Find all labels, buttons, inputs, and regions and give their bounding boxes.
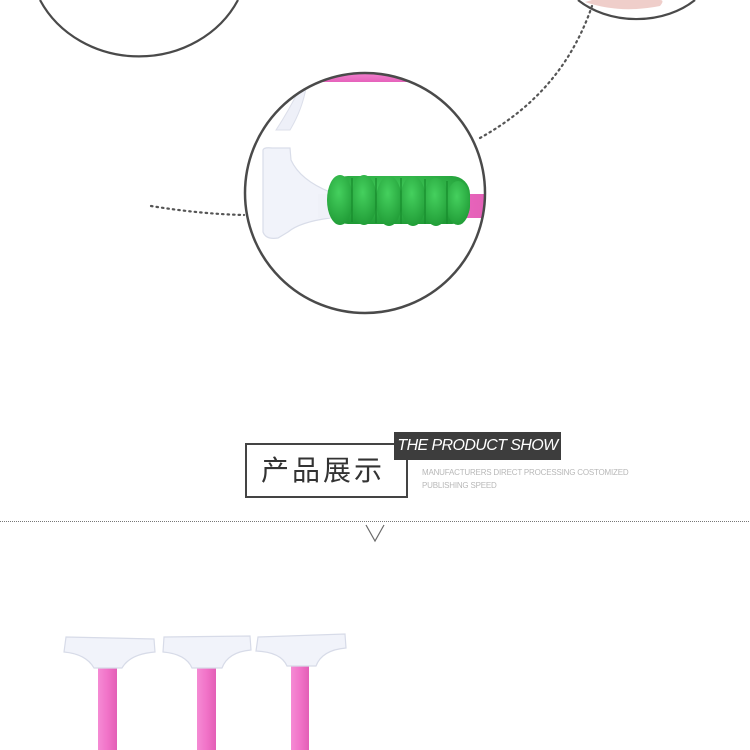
top-right-zoom-circle — [577, 0, 696, 21]
subtitle-line-2: PUBLISHING SPEED — [422, 481, 497, 490]
blade-head — [262, 147, 331, 239]
cn-title: 产品展示 — [261, 454, 386, 487]
leader-line-left — [149, 204, 246, 217]
product-show-title: 产品展示 THE PRODUCT SHOW MANUFACTURERS DIRE… — [245, 430, 629, 502]
product-razor-1 — [63, 636, 156, 750]
zoom-circle-detail — [243, 71, 487, 315]
product-razor-2 — [162, 635, 252, 750]
subtitle-line-1: MANUFACTURERS DIRECT PROCESSING COSTOMIZ… — [422, 468, 629, 477]
en-title-tag: THE PRODUCT SHOW — [394, 432, 561, 460]
chevron-down-icon — [365, 524, 385, 543]
top-left-zoom-circle — [39, 0, 239, 58]
cn-title-box: 产品展示 — [245, 443, 408, 498]
foam-grip — [327, 175, 470, 226]
leader-line-right — [478, 4, 594, 140]
product-razor-3 — [255, 633, 347, 750]
